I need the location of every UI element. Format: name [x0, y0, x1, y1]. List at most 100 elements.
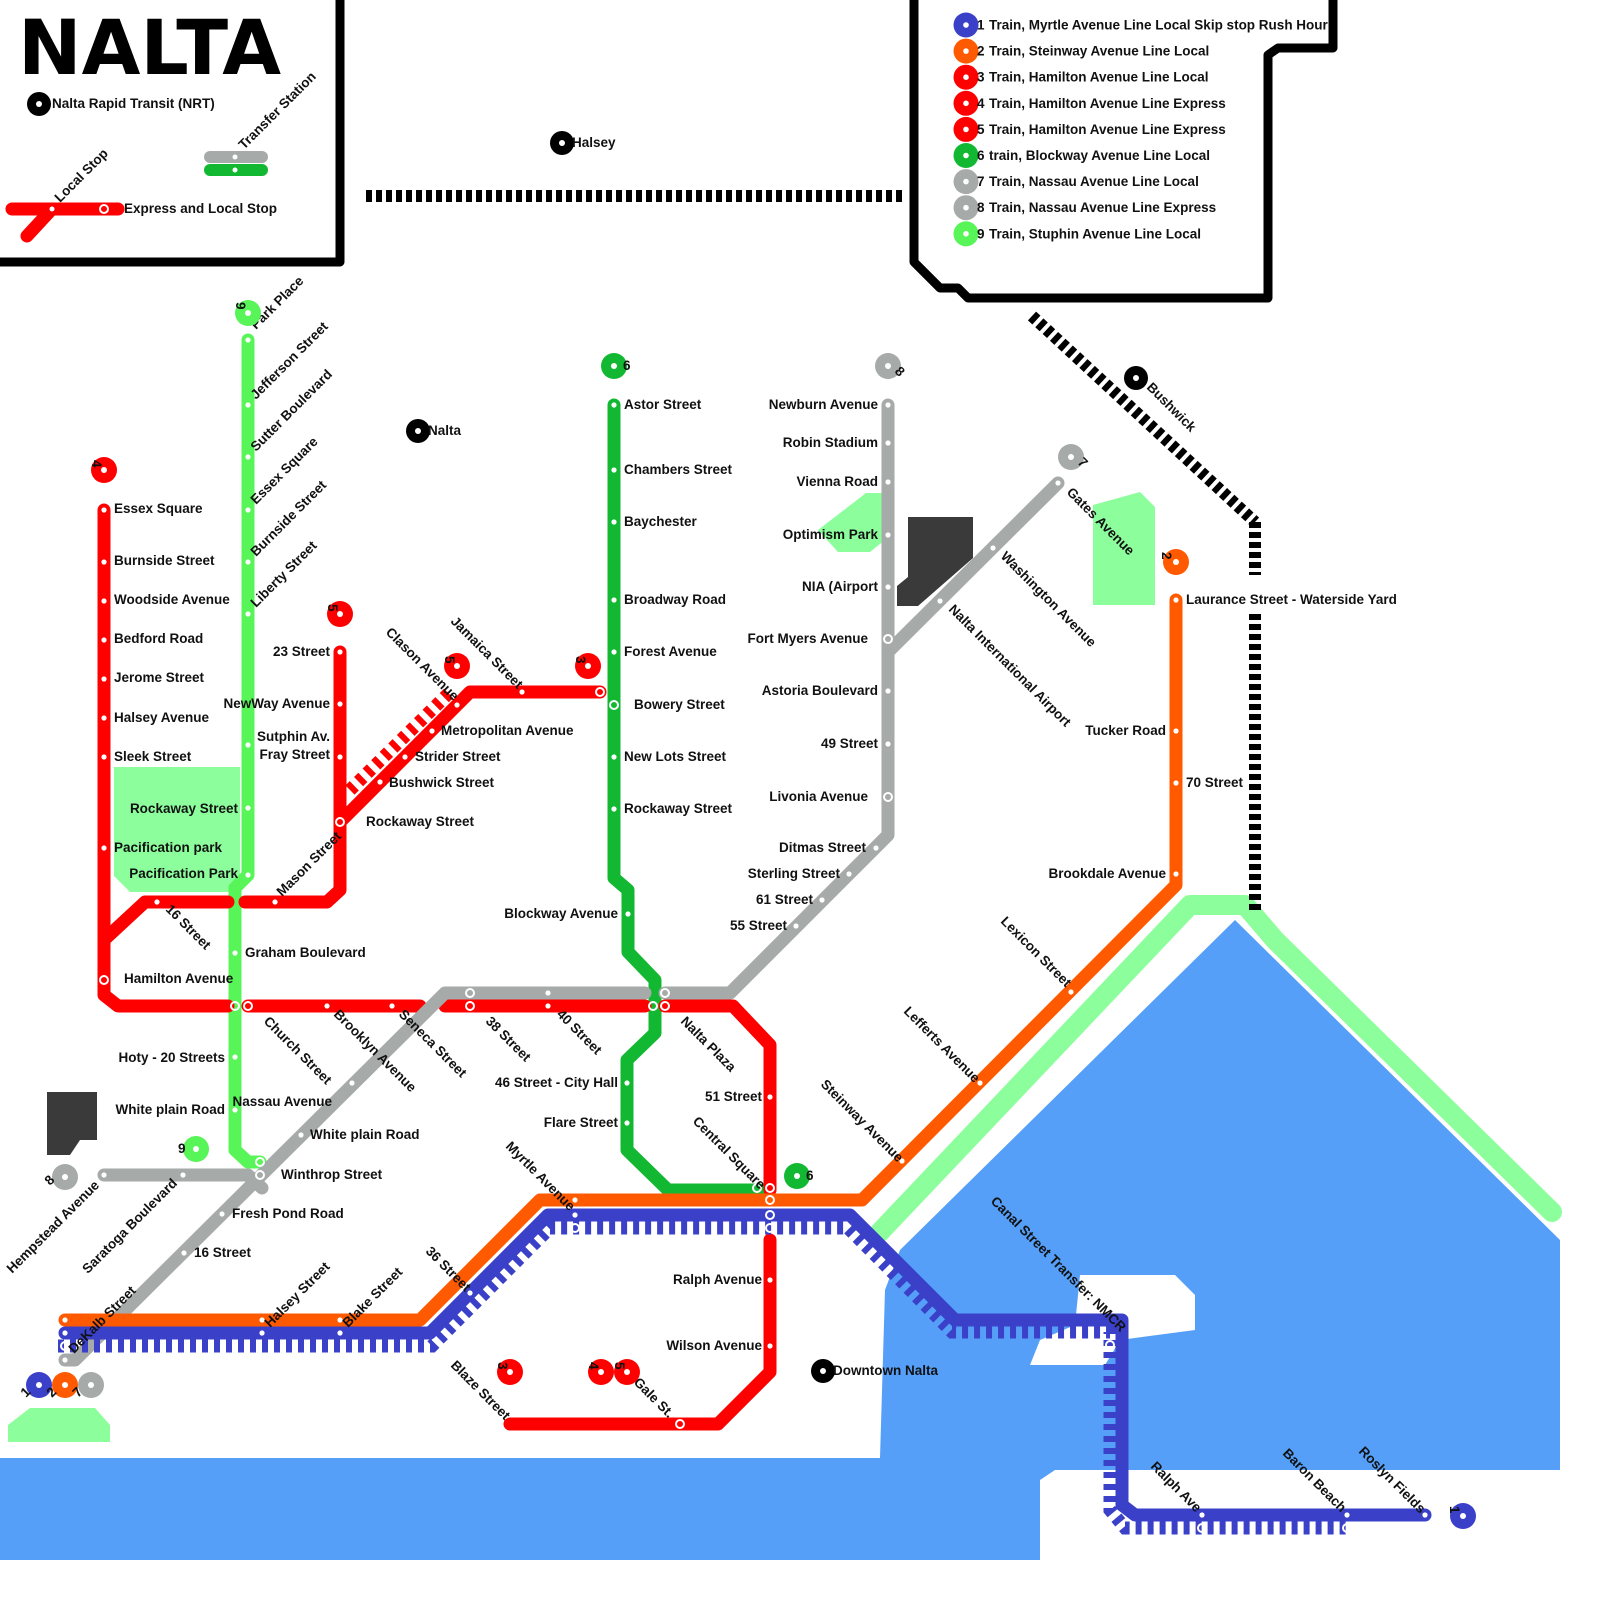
- station-transfer[interactable]: [883, 792, 893, 802]
- station-local[interactable]: [624, 1080, 630, 1086]
- station-local[interactable]: [1173, 728, 1179, 734]
- station-local[interactable]: [101, 715, 107, 721]
- station-local[interactable]: [245, 402, 251, 408]
- station-transfer[interactable]: [465, 1001, 475, 1011]
- station-local[interactable]: [1055, 480, 1061, 486]
- station-local[interactable]: [402, 754, 408, 760]
- station-local[interactable]: [846, 871, 852, 877]
- station-local[interactable]: [245, 454, 251, 460]
- station-local[interactable]: [1344, 1512, 1350, 1518]
- station-local[interactable]: [937, 598, 943, 604]
- station-local[interactable]: [272, 899, 278, 905]
- station-transfer[interactable]: [648, 1001, 658, 1011]
- station-local[interactable]: [885, 532, 891, 538]
- station-local[interactable]: [572, 1197, 578, 1203]
- station-local[interactable]: [154, 899, 160, 905]
- station-transfer[interactable]: [660, 1001, 670, 1011]
- station-transfer[interactable]: [765, 1223, 775, 1233]
- station-local[interactable]: [454, 689, 460, 695]
- station-transfer[interactable]: [335, 817, 345, 827]
- station-local[interactable]: [101, 507, 107, 513]
- station-transfer[interactable]: [465, 988, 475, 998]
- station-local[interactable]: [611, 597, 617, 603]
- station-local[interactable]: [337, 701, 343, 707]
- station-local[interactable]: [467, 1290, 473, 1296]
- station-local[interactable]: [245, 507, 251, 513]
- station-local[interactable]: [793, 923, 799, 929]
- station-local[interactable]: [1173, 597, 1179, 603]
- station-local[interactable]: [232, 950, 238, 956]
- station-local[interactable]: [389, 1003, 395, 1009]
- station-local[interactable]: [885, 479, 891, 485]
- station-local[interactable]: [101, 676, 107, 682]
- station-transfer[interactable]: [660, 988, 670, 998]
- station-local[interactable]: [611, 519, 617, 525]
- station-transfer[interactable]: [752, 1183, 762, 1193]
- station-local[interactable]: [885, 440, 891, 446]
- station-transfer[interactable]: [595, 687, 605, 697]
- station-local[interactable]: [181, 1250, 187, 1256]
- station-local[interactable]: [101, 637, 107, 643]
- station-local[interactable]: [324, 1003, 330, 1009]
- station-local[interactable]: [232, 1107, 238, 1113]
- station-local[interactable]: [259, 1330, 265, 1336]
- station-transfer[interactable]: [570, 1223, 580, 1233]
- station-transfer[interactable]: [675, 1419, 685, 1429]
- station-local[interactable]: [767, 1094, 773, 1100]
- station-local[interactable]: [1068, 989, 1074, 995]
- station-local[interactable]: [377, 779, 383, 785]
- station-transfer[interactable]: [765, 1210, 775, 1220]
- station-local[interactable]: [899, 1158, 905, 1164]
- station-local[interactable]: [545, 1003, 551, 1009]
- station-local[interactable]: [611, 467, 617, 473]
- station-transfer[interactable]: [883, 634, 893, 644]
- station-local[interactable]: [245, 611, 251, 617]
- station-local[interactable]: [337, 649, 343, 655]
- station-local[interactable]: [767, 1343, 773, 1349]
- station-local[interactable]: [245, 872, 251, 878]
- station-local[interactable]: [62, 1357, 68, 1363]
- station-local[interactable]: [624, 1120, 630, 1126]
- station-transfer[interactable]: [230, 1001, 240, 1011]
- station-local[interactable]: [219, 1211, 225, 1217]
- station-transfer[interactable]: [765, 1195, 775, 1205]
- station-local[interactable]: [611, 402, 617, 408]
- station-local[interactable]: [429, 728, 435, 734]
- station-local[interactable]: [611, 754, 617, 760]
- station-transfer[interactable]: [99, 975, 109, 985]
- station-local[interactable]: [1173, 780, 1179, 786]
- station-local[interactable]: [1422, 1512, 1428, 1518]
- station-local[interactable]: [1173, 871, 1179, 877]
- station-local[interactable]: [298, 1132, 304, 1138]
- station-local[interactable]: [337, 1330, 343, 1336]
- station-transfer[interactable]: [255, 1157, 265, 1167]
- station-local[interactable]: [990, 545, 996, 551]
- station-local[interactable]: [101, 1172, 107, 1178]
- station-local[interactable]: [885, 584, 891, 590]
- station-local[interactable]: [885, 741, 891, 747]
- station-local[interactable]: [101, 754, 107, 760]
- station-transfer[interactable]: [1342, 1523, 1352, 1533]
- station-local[interactable]: [885, 688, 891, 694]
- station-local[interactable]: [819, 897, 825, 903]
- station-transfer[interactable]: [765, 1183, 775, 1193]
- station-local[interactable]: [180, 1172, 186, 1178]
- station-transfer[interactable]: [60, 1341, 70, 1351]
- station-local[interactable]: [519, 689, 525, 695]
- station-local[interactable]: [337, 1317, 343, 1323]
- station-local[interactable]: [259, 1317, 265, 1323]
- station-local[interactable]: [885, 402, 891, 408]
- station-local[interactable]: [349, 1080, 355, 1086]
- station-local[interactable]: [337, 754, 343, 760]
- station-local[interactable]: [62, 1317, 68, 1323]
- station-transfer[interactable]: [243, 1001, 253, 1011]
- station-local[interactable]: [62, 1330, 68, 1336]
- station-local[interactable]: [572, 1212, 578, 1218]
- station-local[interactable]: [245, 805, 251, 811]
- station-transfer[interactable]: [1105, 1340, 1115, 1350]
- station-local[interactable]: [611, 649, 617, 655]
- station-local[interactable]: [245, 559, 251, 565]
- station-local[interactable]: [454, 702, 460, 708]
- station-local[interactable]: [545, 990, 551, 996]
- station-local[interactable]: [245, 337, 251, 343]
